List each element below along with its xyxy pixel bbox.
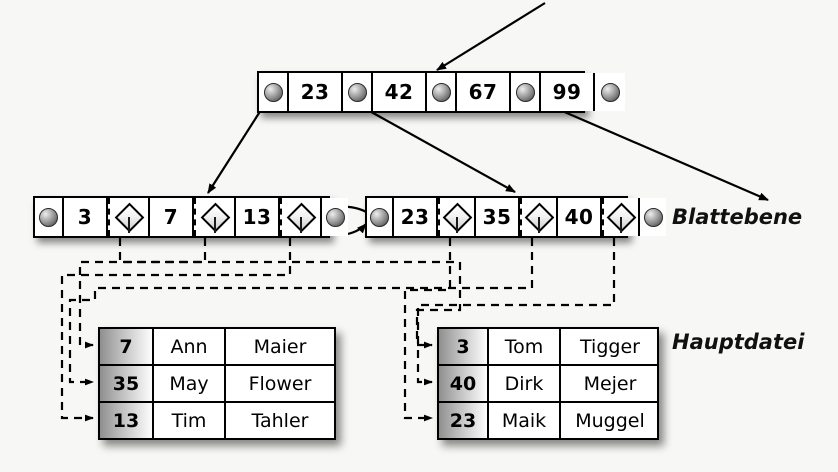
leaf-key-cell: 3	[64, 198, 108, 236]
child-pointer-cell[interactable]	[322, 198, 348, 236]
record-pointer-cell[interactable]	[108, 198, 150, 236]
record-key-cell: 23	[439, 403, 489, 438]
sphere-pointer-icon	[643, 207, 663, 227]
leaf-node-right[interactable]: 23 35 40	[365, 196, 666, 238]
sphere-pointer-icon	[370, 207, 389, 227]
leaf-node-left[interactable]: 3 7 13	[33, 196, 348, 238]
child-pointer-cell[interactable]	[511, 73, 541, 111]
record-lastname-cell: Mejer	[583, 372, 637, 395]
record-pointer-cell[interactable]	[280, 198, 322, 236]
sphere-pointer-icon	[347, 82, 367, 102]
sphere-pointer-icon	[39, 207, 58, 227]
record-key-cell: 13	[100, 403, 154, 438]
sphere-pointer-icon	[325, 207, 345, 227]
caption-hauptdatei: Hauptdatei	[672, 330, 805, 354]
record-pointer-cell[interactable]	[438, 198, 476, 236]
sphere-pointer-icon	[515, 82, 535, 102]
sphere-pointer-icon	[263, 82, 283, 102]
child-pointer-cell[interactable]	[640, 198, 666, 236]
arrow-into-root	[436, 2, 546, 71]
root-key-cell: 23	[289, 73, 343, 111]
leaf-key-cell: 23	[394, 198, 438, 236]
record-firstname-cell: Maik	[489, 403, 561, 438]
caption-blattebene: Blattebene	[672, 205, 803, 229]
record-lastname-cell: Tahler	[251, 409, 309, 432]
diamond-pointer-icon	[282, 198, 320, 236]
record-lastname-cell: Maier	[253, 335, 307, 358]
child-pointer-cell[interactable]	[427, 73, 457, 111]
record-key-cell: 40	[439, 366, 489, 401]
child-pointer-cell[interactable]	[343, 73, 373, 111]
child-pointer-cell[interactable]	[35, 198, 64, 236]
diamond-pointer-icon	[110, 198, 148, 236]
record-key-cell: 35	[100, 366, 154, 401]
record-pointer-cell[interactable]	[602, 198, 640, 236]
root-key-cell: 99	[541, 73, 595, 111]
root-index-node[interactable]: 23 42 67 99	[257, 71, 625, 113]
record-firstname-cell: Ann	[154, 329, 226, 364]
diamond-pointer-icon	[604, 198, 638, 236]
diamond-pointer-icon	[522, 198, 556, 236]
record-key-cell: 7	[100, 329, 154, 364]
leaf-key-cell: 40	[558, 198, 602, 236]
leaf-key-cell: 7	[150, 198, 194, 236]
record-lastname-cell: Muggel	[575, 409, 645, 432]
sphere-pointer-icon	[600, 82, 620, 102]
leaf-key-cell: 35	[476, 198, 520, 236]
diamond-pointer-icon	[196, 198, 234, 236]
arrow-root-to-left-leaf	[207, 98, 269, 194]
child-pointer-cell[interactable]	[259, 73, 289, 111]
root-key-cell: 42	[373, 73, 427, 111]
root-key-cell: 67	[457, 73, 511, 111]
leaf-key-cell: 13	[236, 198, 280, 236]
diamond-pointer-icon	[440, 198, 474, 236]
record-firstname-cell: Tom	[489, 329, 561, 364]
record-lastname-cell: Tigger	[580, 335, 640, 358]
sphere-pointer-icon	[431, 82, 451, 102]
record-firstname-cell: Tim	[154, 403, 226, 438]
record-key-cell: 3	[439, 329, 489, 364]
child-pointer-cell[interactable]	[367, 198, 394, 236]
record-pointer-cell[interactable]	[194, 198, 236, 236]
child-pointer-cell[interactable]	[595, 73, 625, 111]
record-firstname-cell: Dirk	[489, 366, 561, 401]
record-firstname-cell: May	[154, 366, 226, 401]
record-pointer-cell[interactable]	[520, 198, 558, 236]
record-lastname-cell: Flower	[248, 372, 312, 395]
